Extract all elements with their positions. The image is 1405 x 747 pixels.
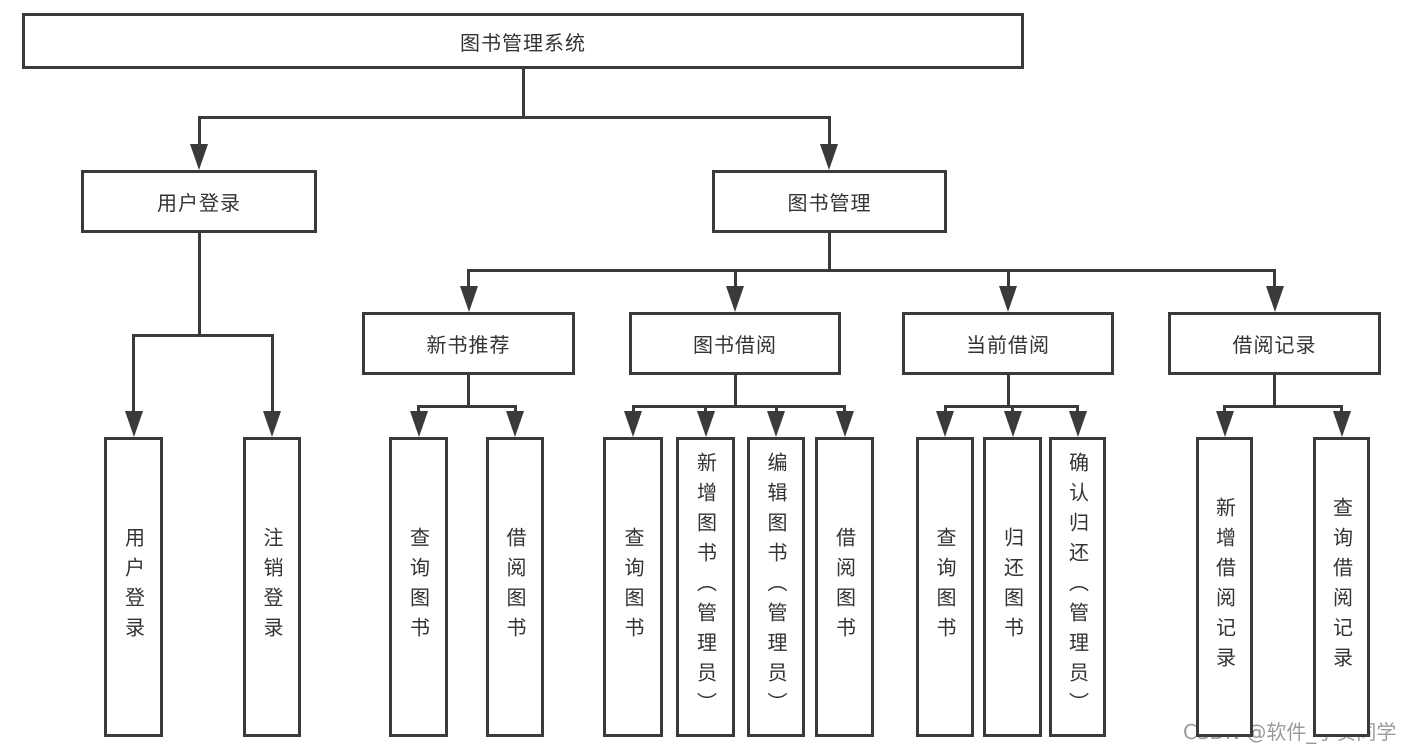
node-leaf-add-borrow-record: 新增借阅记录 [1196, 437, 1253, 737]
arrow-down-icon [999, 286, 1017, 312]
arrow-down-icon [459, 286, 478, 312]
node-label: 新书推荐 [426, 333, 511, 357]
arrow-down-icon [1068, 411, 1087, 437]
connector-line [1006, 270, 1010, 292]
node-label: 用户登录 [157, 191, 241, 215]
connector-line [1273, 375, 1276, 408]
node-label: 确认归还（管理员） [1065, 452, 1090, 722]
node-label: 图书管理系统 [460, 30, 586, 55]
node-leaf-query-books-3: 查询图书 [916, 437, 974, 737]
node-label: 查询图书 [406, 527, 431, 647]
arrow-down-icon [624, 411, 642, 437]
node-label: 图书借阅 [693, 333, 777, 357]
arrow-down-icon [696, 411, 715, 437]
node-new-book-recommend: 新书推荐 [362, 312, 575, 375]
connector-line [132, 334, 274, 337]
node-leaf-borrow-books-1: 借阅图书 [486, 437, 544, 737]
node-borrowing-records: 借阅记录 [1168, 312, 1381, 375]
arrow-down-icon [1215, 411, 1234, 437]
connector-line [827, 117, 831, 150]
node-label: 借阅图书 [832, 527, 857, 647]
connector-line [733, 270, 737, 292]
node-leaf-borrow-books-2: 借阅图书 [815, 437, 874, 737]
connector-line [631, 404, 846, 408]
node-label: 新增借阅记录 [1212, 497, 1237, 677]
node-user-login: 用户登录 [81, 170, 317, 233]
connector-line [132, 335, 135, 417]
node-leaf-query-borrow-record: 查询借阅记录 [1313, 437, 1370, 737]
connector-line [1006, 375, 1010, 408]
node-leaf-confirm-return: 确认归还（管理员） [1049, 437, 1106, 737]
connector-line [197, 115, 831, 119]
arrow-down-icon [1265, 286, 1284, 312]
arrow-down-icon [835, 411, 854, 437]
node-label: 借阅图书 [503, 527, 527, 647]
node-label: 查询图书 [621, 527, 645, 647]
node-leaf-return-books: 归还图书 [983, 437, 1042, 737]
connector-line [467, 270, 470, 292]
node-leaf-add-books: 新增图书（管理员） [676, 437, 735, 737]
node-label: 图书管理 [787, 191, 872, 215]
node-label: 查询借阅记录 [1329, 497, 1354, 677]
connector-line [417, 404, 517, 408]
arrow-down-icon [263, 411, 281, 437]
node-leaf-user-login: 用户登录 [104, 437, 163, 737]
arrow-down-icon [820, 144, 838, 170]
arrow-down-icon [936, 411, 954, 437]
node-leaf-query-books-2: 查询图书 [603, 437, 663, 737]
node-leaf-edit-books: 编辑图书（管理员） [747, 437, 805, 737]
connector-line [467, 269, 1276, 272]
arrow-down-icon [409, 411, 428, 437]
node-leaf-logout: 注销登录 [243, 437, 301, 737]
node-label: 查询图书 [933, 527, 957, 647]
arrow-down-icon [124, 411, 143, 437]
connector-line [521, 69, 525, 119]
node-label: 编辑图书（管理员） [764, 452, 788, 722]
node-label: 借阅记录 [1232, 333, 1317, 357]
connector-line [197, 233, 201, 337]
node-label: 注销登录 [260, 527, 284, 647]
arrow-down-icon [1003, 411, 1022, 437]
node-label: 归还图书 [1000, 527, 1025, 647]
node-label: 用户登录 [121, 527, 146, 647]
node-root: 图书管理系统 [22, 13, 1024, 69]
node-book-management: 图书管理 [712, 170, 947, 233]
node-label: 当前借阅 [966, 333, 1050, 357]
node-label: 新增图书（管理员） [693, 452, 718, 722]
connector-line [733, 375, 737, 408]
connector-line [467, 375, 470, 408]
arrow-down-icon [506, 411, 524, 437]
node-book-borrowing: 图书借阅 [629, 312, 841, 375]
connector-line [1273, 270, 1276, 292]
connector-line [1223, 404, 1343, 408]
node-leaf-query-books-1: 查询图书 [389, 437, 448, 737]
connector-line [827, 233, 831, 272]
arrow-down-icon [726, 286, 744, 312]
arrow-down-icon [190, 144, 208, 170]
arrow-down-icon [767, 411, 785, 437]
arrow-down-icon [1332, 411, 1351, 437]
connector-line [270, 335, 274, 417]
node-current-borrowing: 当前借阅 [902, 312, 1114, 375]
connector-line [197, 117, 201, 150]
